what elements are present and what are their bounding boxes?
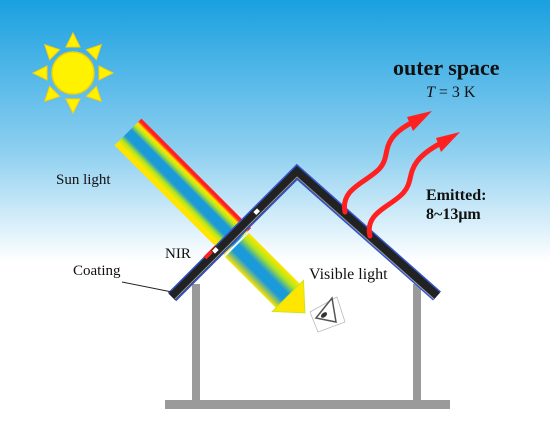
sun-icon xyxy=(31,31,115,115)
temperature-value: = 3 K xyxy=(434,84,476,101)
heat-arrowhead-1 xyxy=(407,111,432,131)
roof xyxy=(168,165,440,301)
roof-gap xyxy=(210,245,220,255)
coating-pointer xyxy=(121,281,173,293)
visible-light-label: Visible light xyxy=(309,266,388,283)
visible-light-ray xyxy=(224,232,306,314)
coating-label: Coating xyxy=(73,263,121,279)
emitted-label: Emitted: xyxy=(426,187,487,204)
ground-slab xyxy=(165,400,450,409)
nir-label: NIR xyxy=(165,246,191,262)
temperature-symbol: T xyxy=(426,84,435,101)
right-wall xyxy=(413,284,421,400)
temperature-label: T = 3 K xyxy=(426,84,475,102)
roof-highlight xyxy=(174,176,435,300)
left-wall xyxy=(192,284,200,400)
heat-arrowhead-2 xyxy=(436,132,460,152)
heat-wave-arrow-icon xyxy=(341,119,444,239)
sunlight-ray xyxy=(114,118,252,256)
roof-gap-upper xyxy=(252,207,262,217)
outer-space-label: outer space xyxy=(393,55,500,80)
sun-light-label: Sun light xyxy=(56,172,111,188)
emitted-wavelength-label: 8~13μm xyxy=(426,206,481,223)
eye-icon xyxy=(309,296,346,333)
